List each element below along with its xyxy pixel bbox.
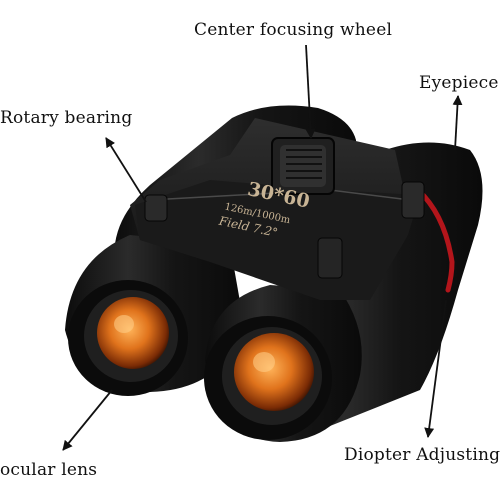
focusing-wheel xyxy=(271,137,335,195)
arrow-eyepiece xyxy=(452,95,463,151)
arrow-rotary-bearing xyxy=(105,137,147,203)
arrow-ocular-lens xyxy=(62,389,113,451)
ocular-lens-label: ocular lens xyxy=(0,460,98,480)
arrow-center-focusing-wheel xyxy=(305,44,316,139)
callout-arrows xyxy=(62,44,463,451)
diopter-adjusting-label: Diopter Adjusting xyxy=(344,445,500,465)
center-focusing-wheel-label: Center focusing wheel xyxy=(194,20,393,40)
right-objective-lens xyxy=(204,316,332,440)
eyepiece-label: Eyepiece xyxy=(419,73,499,93)
diopter-ring xyxy=(415,187,455,293)
central-bridge xyxy=(130,118,425,300)
rotary-bearing-label: Rotary bearing xyxy=(0,108,133,128)
arrow-diopter-adjusting xyxy=(424,299,447,438)
left-objective-lens xyxy=(68,280,188,396)
bridge-print: 30*60 126m/1000m Field 7.2° xyxy=(217,178,312,240)
